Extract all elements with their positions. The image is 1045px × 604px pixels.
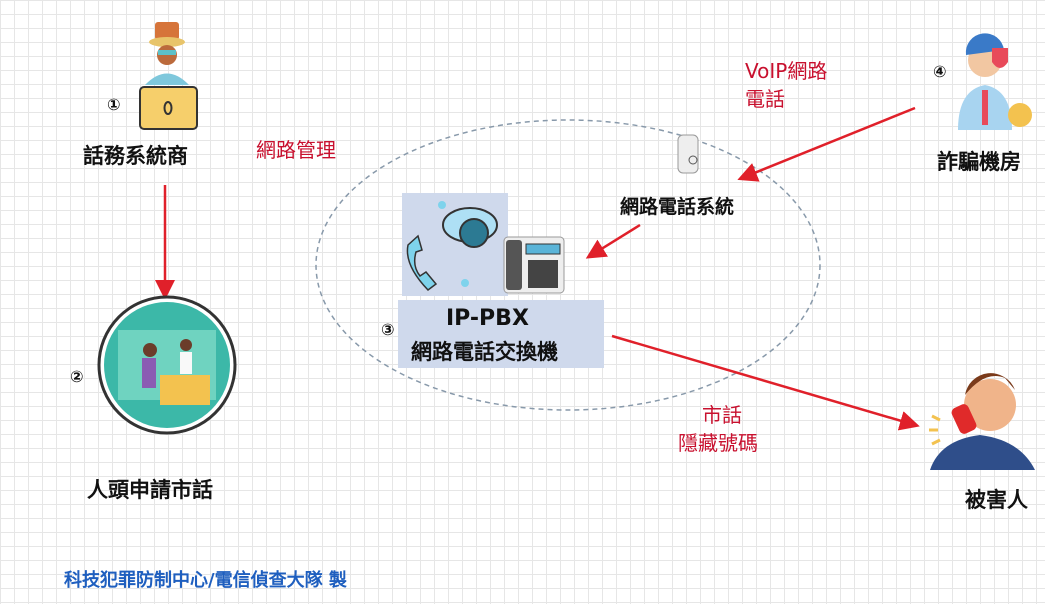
voip-label-line2: 電話 <box>745 87 785 111</box>
step-4-number: ④ <box>933 62 947 81</box>
scammer-icon <box>958 33 1032 130</box>
arrow-voip-to-pbx <box>585 223 641 259</box>
pbx-title: IP-PBX <box>446 306 529 331</box>
victim-phone-icon <box>929 373 1035 470</box>
network-management-label: 網路管理 <box>256 138 336 162</box>
ip-pbx-icon <box>398 193 604 368</box>
arrow-pbx-to-victim <box>611 334 920 431</box>
phone-shop-icon <box>97 295 237 435</box>
arrow-fraud-to-voip <box>737 106 916 182</box>
footer-credit: 科技犯罪防制中心/電信偵查大隊 製 <box>64 570 347 591</box>
victim-label: 被害人 <box>965 488 1028 512</box>
landline-label-line2: 隱藏號碼 <box>678 431 758 455</box>
step-2-number: ② <box>70 367 84 386</box>
pbx-label: 網路電話交換機 <box>411 340 558 364</box>
server-icon <box>677 134 699 174</box>
voip-system-label: 網路電話系統 <box>620 196 735 218</box>
landline-label-line1: 市話 <box>702 403 742 427</box>
step-1-number: ① <box>107 95 121 114</box>
voip-label-line1: VoIP網路 <box>745 59 828 83</box>
fraud-label: 詐騙機房 <box>937 150 1021 174</box>
hacker-laptop-icon <box>139 22 198 130</box>
network-boundary <box>315 119 821 411</box>
step-3-number: ③ <box>381 320 395 339</box>
nominee-label: 人頭申請市話 <box>87 478 213 502</box>
provider-label: 話務系統商 <box>83 144 188 168</box>
